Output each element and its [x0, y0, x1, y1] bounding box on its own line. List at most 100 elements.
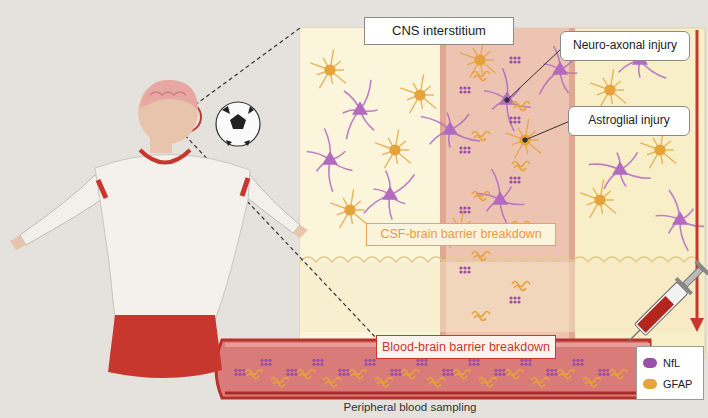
biomarker-molecules: [351, 374, 363, 379]
biomarker-molecules: [476, 363, 479, 366]
biomarker-molecules: [550, 369, 553, 372]
biomarker-molecules: [463, 90, 466, 93]
legend-box: NfLGFAP: [636, 346, 704, 400]
football-player: [293, 225, 308, 238]
biomarker-molecules: [245, 370, 263, 379]
football: [222, 106, 254, 146]
biomarker-molecules: [463, 86, 466, 89]
biomarker-molecules: [446, 369, 449, 372]
leader-line: [505, 98, 509, 102]
biomarker-molecules: [474, 316, 486, 321]
biomarker-molecules: [368, 363, 371, 366]
legend-swatch: [643, 358, 657, 368]
biomarker-molecules: [342, 373, 345, 376]
callout-box: Neuro-axonal injury: [560, 31, 690, 61]
syringe: [634, 282, 688, 336]
biomarker-molecules: [338, 373, 341, 376]
biomarker-molecules: [446, 373, 449, 376]
biomarker-molecules: [498, 373, 501, 376]
neural-cells: [344, 204, 355, 215]
biomarker-molecules: [401, 370, 419, 379]
leader-line: [525, 121, 570, 140]
neural-cells: [474, 54, 485, 65]
biomarker-molecules: [403, 374, 415, 379]
biomarker-molecules: [472, 72, 490, 81]
biomarker-molecules: [472, 312, 490, 321]
biomarker-molecules: [467, 150, 470, 153]
biomarker-molecules: [271, 378, 289, 383]
biomarker-molecules: [474, 256, 486, 261]
biomarker-molecules: [524, 363, 527, 366]
neural-cells: [588, 164, 620, 170]
neural-cells: [519, 134, 530, 145]
neural-cells: [389, 144, 400, 155]
biomarker-molecules: [509, 296, 512, 299]
node-text: CNS interstitium: [392, 24, 486, 39]
title-box: CNS interstitium: [364, 17, 514, 45]
biomarker-molecules: [474, 136, 486, 141]
neural-cells: [390, 174, 415, 195]
neural-cells: [324, 64, 335, 75]
biomarker-molecules: [463, 270, 466, 273]
biomarker-molecules: [546, 369, 557, 376]
biomarker-molecules: [572, 359, 575, 362]
biomarker-molecules: [260, 363, 263, 366]
biomarker-molecules: [377, 382, 389, 387]
biomarker-molecules: [528, 359, 531, 362]
biomarker-molecules: [271, 378, 289, 387]
biomarker-molecules: [375, 378, 393, 383]
biomarker-molecules: [338, 369, 341, 372]
football-player: [140, 80, 198, 110]
tissue-panel: [300, 262, 705, 332]
tissue-panel: [300, 257, 700, 262]
biomarker-molecules: [459, 270, 462, 273]
biomarker-molecules: [517, 176, 520, 179]
biomarker-molecules: [286, 373, 289, 376]
biomarker-molecules: [472, 252, 490, 257]
neural-cells: [421, 116, 450, 130]
biomarker-molecules: [531, 378, 549, 387]
biomarker-molecules: [320, 359, 323, 362]
biomarker-molecules: [609, 370, 627, 379]
neural-cells: [375, 129, 411, 168]
biomarker-molecules: [459, 266, 470, 273]
node-text: Neuro-axonal injury: [573, 39, 677, 53]
biomarker-molecules: [609, 370, 627, 375]
syringe: [637, 296, 674, 333]
biomarker-molecules: [459, 206, 462, 209]
biomarker-molecules: [598, 373, 601, 376]
biomarker-molecules: [509, 56, 512, 59]
biomarker-molecules: [394, 373, 397, 376]
football-player: [20, 175, 108, 245]
biomarker-molecules: [476, 359, 479, 362]
football: [216, 102, 260, 146]
biomarker-molecules: [514, 166, 526, 171]
neural-cells: [364, 171, 415, 220]
biomarker-molecules: [390, 369, 393, 372]
biomarker-molecules: [498, 369, 501, 372]
neural-cells: [310, 49, 346, 88]
biomarker-molecules: [468, 359, 471, 362]
flow-arrow: [690, 318, 704, 332]
node-text: Astroglial injury: [588, 114, 669, 128]
football-player: [150, 92, 186, 95]
syringe: [683, 267, 703, 287]
biomarker-molecules: [364, 359, 375, 366]
biomarker-molecules: [463, 210, 466, 213]
neural-cells: [612, 161, 628, 175]
biomarker-molecules: [602, 369, 605, 372]
biomarker-molecules: [390, 373, 393, 376]
biomarker-molecules: [424, 363, 427, 366]
biomarker-molecules: [512, 282, 530, 287]
biomarker-molecules: [323, 378, 341, 387]
biomarker-molecules: [459, 146, 470, 153]
biomarker-molecules: [245, 370, 263, 375]
biomarker-molecules: [550, 373, 553, 376]
biomarker-molecules: [509, 300, 512, 303]
biomarker-molecules: [509, 60, 512, 63]
biomarker-molecules: [585, 382, 597, 387]
biomarker-molecules: [401, 370, 419, 375]
biomarker-molecules: [512, 102, 530, 107]
biomarker-molecules: [531, 378, 549, 383]
